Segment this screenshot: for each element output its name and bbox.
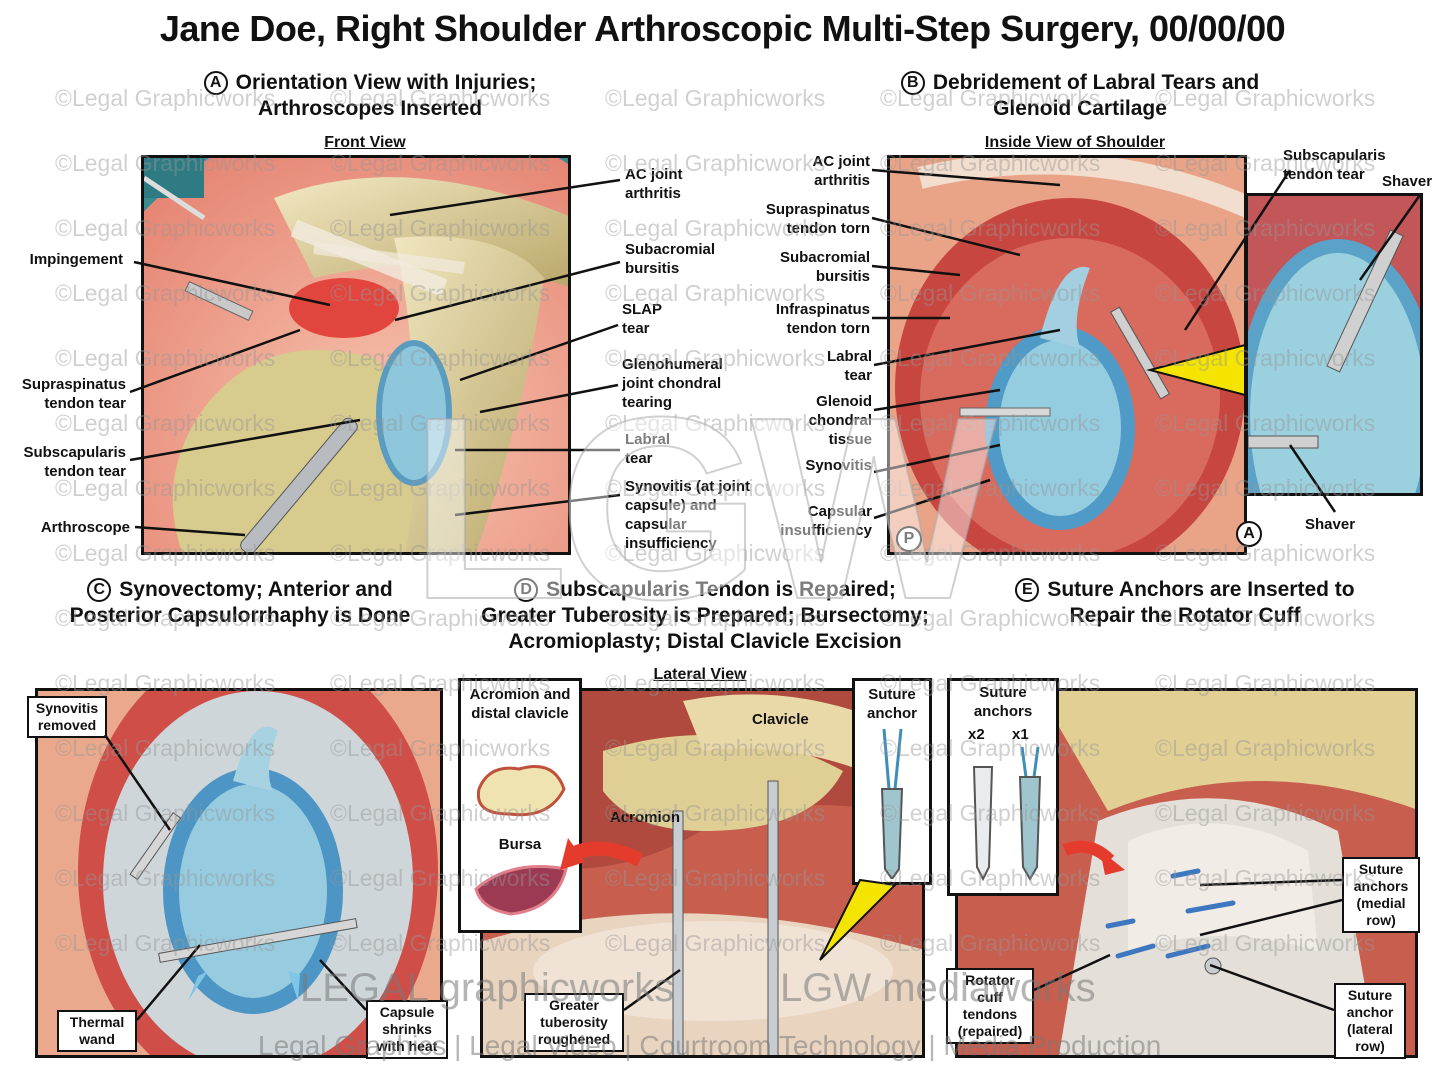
section-e-line1: Suture Anchors are Inserted to xyxy=(1047,578,1355,601)
label-b-shaver-top: Shaver xyxy=(1382,173,1433,190)
label-labral-tear: Labral tear xyxy=(625,431,671,467)
label-arthroscope: Arthroscope xyxy=(40,519,130,536)
label-e-medial-row: Suture anchors (medial row) xyxy=(1342,857,1420,933)
panel-a-artwork xyxy=(144,158,568,552)
section-a-line2: Arthroscopes Inserted xyxy=(257,97,483,120)
section-c-line1: Synovectomy; Anterior and xyxy=(119,578,393,601)
label-b-capsular: Capsular insufficiency xyxy=(780,503,872,539)
section-e-line2: Repair the Rotator Cuff xyxy=(1069,604,1301,627)
label-b-labral: Labral tear xyxy=(826,348,872,384)
marker-posterior: P xyxy=(896,526,922,552)
section-b-letter: B xyxy=(900,71,925,95)
section-d-line2: Greater Tuberosity is Prepared; Bursecto… xyxy=(481,604,929,627)
section-c-line2: Posterior Capsulorrhaphy is Done xyxy=(69,604,411,627)
label-e-rotator-cuff: Rotator cuff tendons (repaired) xyxy=(946,968,1034,1044)
section-c-heading: C Synovectomy; Anterior and Posterior Cap… xyxy=(40,577,440,629)
label-supraspinatus-tear: Supraspinatus tendon tear xyxy=(21,376,126,412)
section-d-letter: D xyxy=(514,578,539,602)
section-d-line3: Acromioplasty; Distal Clavicle Excision xyxy=(508,630,902,653)
label-clavicle: Clavicle xyxy=(752,711,809,728)
label-subacromial-bursitis: Subacromial bursitis xyxy=(625,241,716,277)
label-ac-joint-arthritis: AC joint arthritis xyxy=(625,166,683,202)
label-bursa: Bursa xyxy=(498,836,542,853)
panel-b-illustration: P xyxy=(887,155,1247,555)
label-b-shaver-bottom: Shaver xyxy=(1305,516,1356,533)
section-a-line1: Orientation View with Injuries; xyxy=(235,71,537,94)
label-b-subacromial: Subacromial bursitis xyxy=(779,249,870,285)
excised-bone-shape xyxy=(476,765,566,817)
page-title: Jane Doe, Right Shoulder Arthroscopic Mu… xyxy=(159,8,1286,49)
suture-anchors-shapes xyxy=(972,747,1042,882)
label-synovitis-removed: Synovitis removed xyxy=(27,696,107,738)
section-c-letter: C xyxy=(87,578,112,602)
label-synovitis-capsular: Synovitis (at joint capsule) and capsula… xyxy=(625,478,751,552)
watermark-text: ©Legal Graphicworks xyxy=(605,85,826,111)
excised-bursa-shape xyxy=(474,865,568,916)
label-b-infraspinatus: Infraspinatus tendon torn xyxy=(775,301,870,337)
suture-anchor-shape xyxy=(880,729,904,879)
label-d-suture-anchor: Suture anchor xyxy=(866,686,917,722)
section-b-view-label: Inside View of Shoulder xyxy=(984,134,1166,151)
section-a-letter: A xyxy=(203,71,228,95)
label-glenohumeral-chondral: Glenohumeral joint chondral tearing xyxy=(622,356,723,411)
section-b-heading: B Debridement of Labral Tears and Glenoid… xyxy=(860,70,1300,122)
label-e-x2: x2 xyxy=(968,726,985,743)
label-e-suture-anchors: Suture anchors xyxy=(973,684,1033,720)
panel-a-illustration xyxy=(141,155,571,555)
label-greater-tuberosity: Greater tuberosity roughened xyxy=(524,993,624,1052)
section-e-letter: E xyxy=(1015,578,1040,602)
label-impingement: Impingement xyxy=(29,251,123,268)
label-capsule-shrinks: Capsule shrinks with heat xyxy=(366,1000,448,1059)
panel-d-inset-anchor: Suture anchor xyxy=(852,678,932,885)
section-d-heading: D Subscapularis Tendon is Repaired; Great… xyxy=(450,577,960,655)
label-b-supraspinatus: Supraspinatus tendon torn xyxy=(765,201,870,237)
label-b-synovitis: Synovitis xyxy=(805,457,872,474)
section-a-heading: A Orientation View with Injuries; Arthros… xyxy=(150,70,590,122)
label-b-glenoid: Glenoid chondral tissue xyxy=(808,393,872,448)
label-acromion-distal-clavicle: Acromion and distal clavicle xyxy=(469,686,571,722)
label-subscapularis-tear: Subscapularis tendon tear xyxy=(23,444,126,480)
section-d-view-label: Lateral View xyxy=(653,666,747,683)
panel-b-artwork xyxy=(890,158,1244,552)
section-b-line2: Glenoid Cartilage xyxy=(993,97,1167,120)
label-slap-tear: SLAP tear xyxy=(622,301,662,337)
panel-e-inset-anchors: Suture anchors x2 x1 xyxy=(947,678,1059,896)
label-b-ac-joint: AC joint arthritis xyxy=(812,153,871,189)
marker-anterior: A xyxy=(1236,521,1262,547)
label-thermal-wand: Thermal wand xyxy=(57,1010,137,1052)
section-e-heading: E Suture Anchors are Inserted to Repair t… xyxy=(980,577,1390,629)
label-e-x1: x1 xyxy=(1012,726,1029,743)
section-b-line1: Debridement of Labral Tears and xyxy=(932,71,1260,94)
section-d-line1: Subscapularis Tendon is Repaired; xyxy=(546,578,896,601)
panel-d-inset-excised: Acromion and distal clavicle Bursa xyxy=(458,678,582,933)
label-acromion: Acromion xyxy=(610,809,681,826)
section-a-view-label: Front View xyxy=(324,134,406,151)
label-b-subscapularis: Subscapularis tendon tear xyxy=(1283,147,1386,183)
label-e-lateral-row: Suture anchor (lateral row) xyxy=(1334,983,1406,1059)
panel-b-inset-artwork xyxy=(1248,196,1420,493)
panel-b-inset xyxy=(1245,193,1423,496)
